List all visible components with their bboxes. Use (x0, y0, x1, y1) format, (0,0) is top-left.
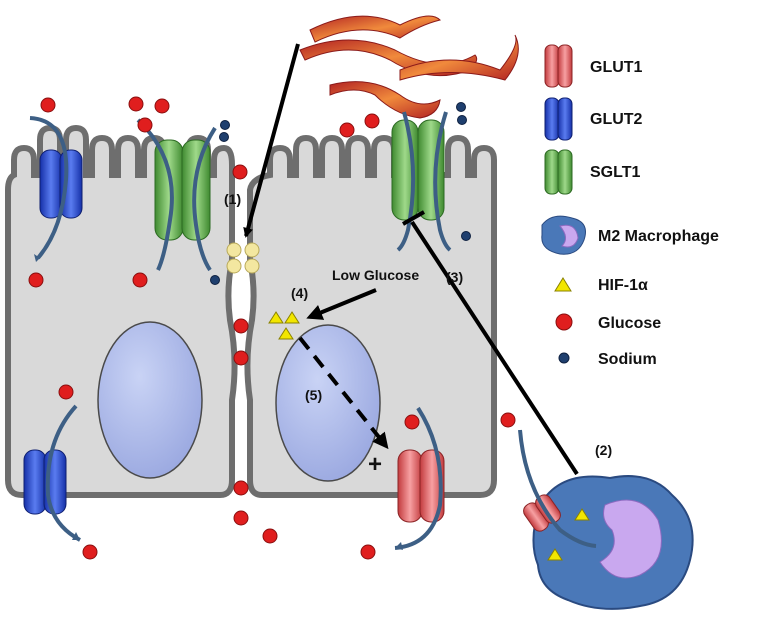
glut1-basolateral-transporter (394, 406, 445, 550)
hif-triangles (268, 311, 590, 561)
legend-macrophage-icon (541, 215, 586, 255)
step-4-label: (4) (291, 285, 308, 301)
sglt1-left-transporter (136, 118, 217, 272)
legend-sglt1-icon (544, 149, 573, 195)
legend-glucose-icon (555, 313, 573, 331)
pathway-arrows (243, 43, 579, 476)
right-epithelial-cell (244, 134, 497, 498)
legend-glut1-icon (544, 44, 573, 88)
step-5-label: (5) (305, 387, 322, 403)
glut2-basolateral-transporter (23, 404, 81, 542)
glucose-molecules (28, 96, 516, 560)
legend-hif-icon (554, 277, 572, 292)
legend-glut2-label: GLUT2 (590, 111, 643, 128)
left-nucleus (97, 321, 203, 479)
legend-hif-label: HIF-1α (598, 277, 648, 294)
legend-glut2-icon (544, 97, 573, 141)
legend-sodium-icon (558, 352, 570, 364)
step-1-label: (1) (224, 191, 241, 207)
right-nucleus (275, 324, 381, 482)
legend-sodium-label: Sodium (598, 351, 657, 368)
step-3-label: (3) (446, 269, 463, 285)
legend-glut1-label: GLUT1 (590, 59, 643, 76)
bacteria-icon (299, 15, 519, 119)
legend: GLUT1 GLUT2 SGLT1 M2 Macrophage HIF-1α G… (541, 44, 719, 368)
m2-macrophage (518, 429, 694, 610)
low-glucose-label: Low Glucose (332, 267, 419, 283)
tight-junction (226, 242, 260, 274)
glut2-apical-transporter (29, 116, 83, 262)
sodium-ions (210, 102, 471, 285)
legend-sglt1-label: SGLT1 (590, 164, 640, 181)
legend-glucose-label: Glucose (598, 315, 661, 332)
sglt1-right-transporter (391, 111, 452, 252)
legend-macrophage-label: M2 Macrophage (598, 228, 719, 245)
plus-sign: + (368, 451, 382, 478)
step-2-label: (2) (595, 442, 612, 458)
